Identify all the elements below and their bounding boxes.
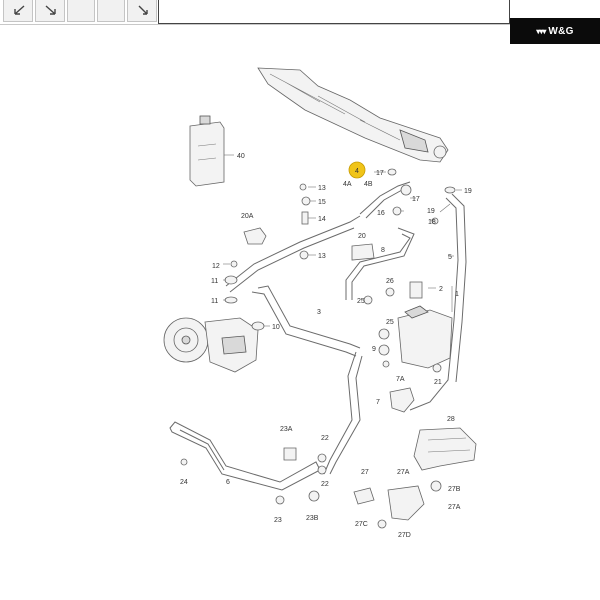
label-18: 18 — [428, 219, 436, 226]
hydraulic-lines — [225, 181, 467, 475]
label-23b: 23B — [306, 515, 319, 522]
blank-button-2[interactable] — [97, 0, 125, 22]
label-11b: 11 — [211, 298, 218, 305]
label-20: 20 — [358, 233, 366, 240]
label-27: 27 — [361, 469, 369, 476]
highlight-label: 4 — [355, 168, 359, 175]
back-button[interactable] — [3, 0, 33, 22]
toolbar — [0, 0, 510, 25]
label-19b: 19 — [427, 208, 435, 215]
label-14: 14 — [318, 216, 326, 223]
fittings — [180, 168, 456, 529]
label-13a: 13 — [318, 185, 326, 192]
label-11a: 11 — [211, 278, 218, 285]
label-15: 15 — [318, 199, 326, 206]
fluid-reservoir — [397, 281, 453, 373]
label-13b: 13 — [318, 253, 326, 260]
label-7: 7 — [376, 399, 380, 406]
label-40: 40 — [237, 153, 245, 160]
label-23a: 23A — [280, 426, 293, 433]
search-icon — [138, 5, 148, 15]
label-7a: 7A — [396, 376, 405, 383]
steering-rack — [257, 67, 449, 163]
heat-shield — [413, 427, 477, 471]
label-27a-1: 27A — [397, 469, 410, 476]
brand-label: W&G — [548, 25, 574, 37]
part-labels: 40 17 4A 4B 17 19 19 18 13 15 14 16 20A … — [180, 153, 472, 539]
label-21: 21 — [434, 379, 442, 386]
label-27d: 27D — [398, 532, 411, 539]
forward-icon — [45, 5, 56, 15]
pump-assembly — [163, 317, 259, 373]
label-6: 6 — [226, 479, 230, 486]
label-28: 28 — [447, 416, 455, 423]
label-12: 12 — [212, 263, 220, 270]
label-17a: 17 — [376, 170, 384, 177]
forward-button[interactable] — [35, 0, 65, 22]
label-25b: 25 — [386, 319, 394, 326]
label-2: 2 — [439, 286, 443, 293]
label-27a-2: 27A — [448, 504, 461, 511]
cooler-pipe — [169, 421, 321, 491]
highlight-marker: 4 — [348, 161, 366, 179]
label-4a: 4A — [343, 181, 352, 188]
label-20a: 20A — [241, 213, 254, 220]
label-10: 10 — [272, 324, 280, 331]
label-9: 9 — [372, 346, 376, 353]
label-25a: 25 — [357, 298, 365, 305]
label-24: 24 — [180, 479, 188, 486]
label-5: 5 — [448, 254, 452, 261]
label-17b: 17 — [412, 196, 420, 203]
label-3: 3 — [317, 309, 321, 316]
label-19a: 19 — [464, 188, 472, 195]
back-icon — [14, 5, 25, 15]
leader-lines — [223, 171, 462, 327]
blank-button[interactable] — [67, 0, 95, 22]
label-26: 26 — [386, 278, 394, 285]
oil-canister — [189, 115, 234, 187]
label-27b: 27B — [448, 486, 461, 493]
brand-chevrons: ▾▾▾ — [536, 26, 546, 36]
brand-badge: ▾▾▾ W&G — [510, 18, 600, 44]
label-16: 16 — [377, 210, 385, 217]
label-27c: 27C — [355, 521, 368, 528]
label-22a: 22 — [321, 435, 329, 442]
search-button[interactable] — [127, 0, 157, 22]
label-8: 8 — [381, 247, 385, 254]
label-22b: 22 — [321, 481, 329, 488]
label-23: 23 — [274, 517, 282, 524]
label-1: 1 — [455, 291, 459, 298]
label-4b: 4B — [364, 181, 373, 188]
address-field[interactable] — [158, 0, 510, 24]
